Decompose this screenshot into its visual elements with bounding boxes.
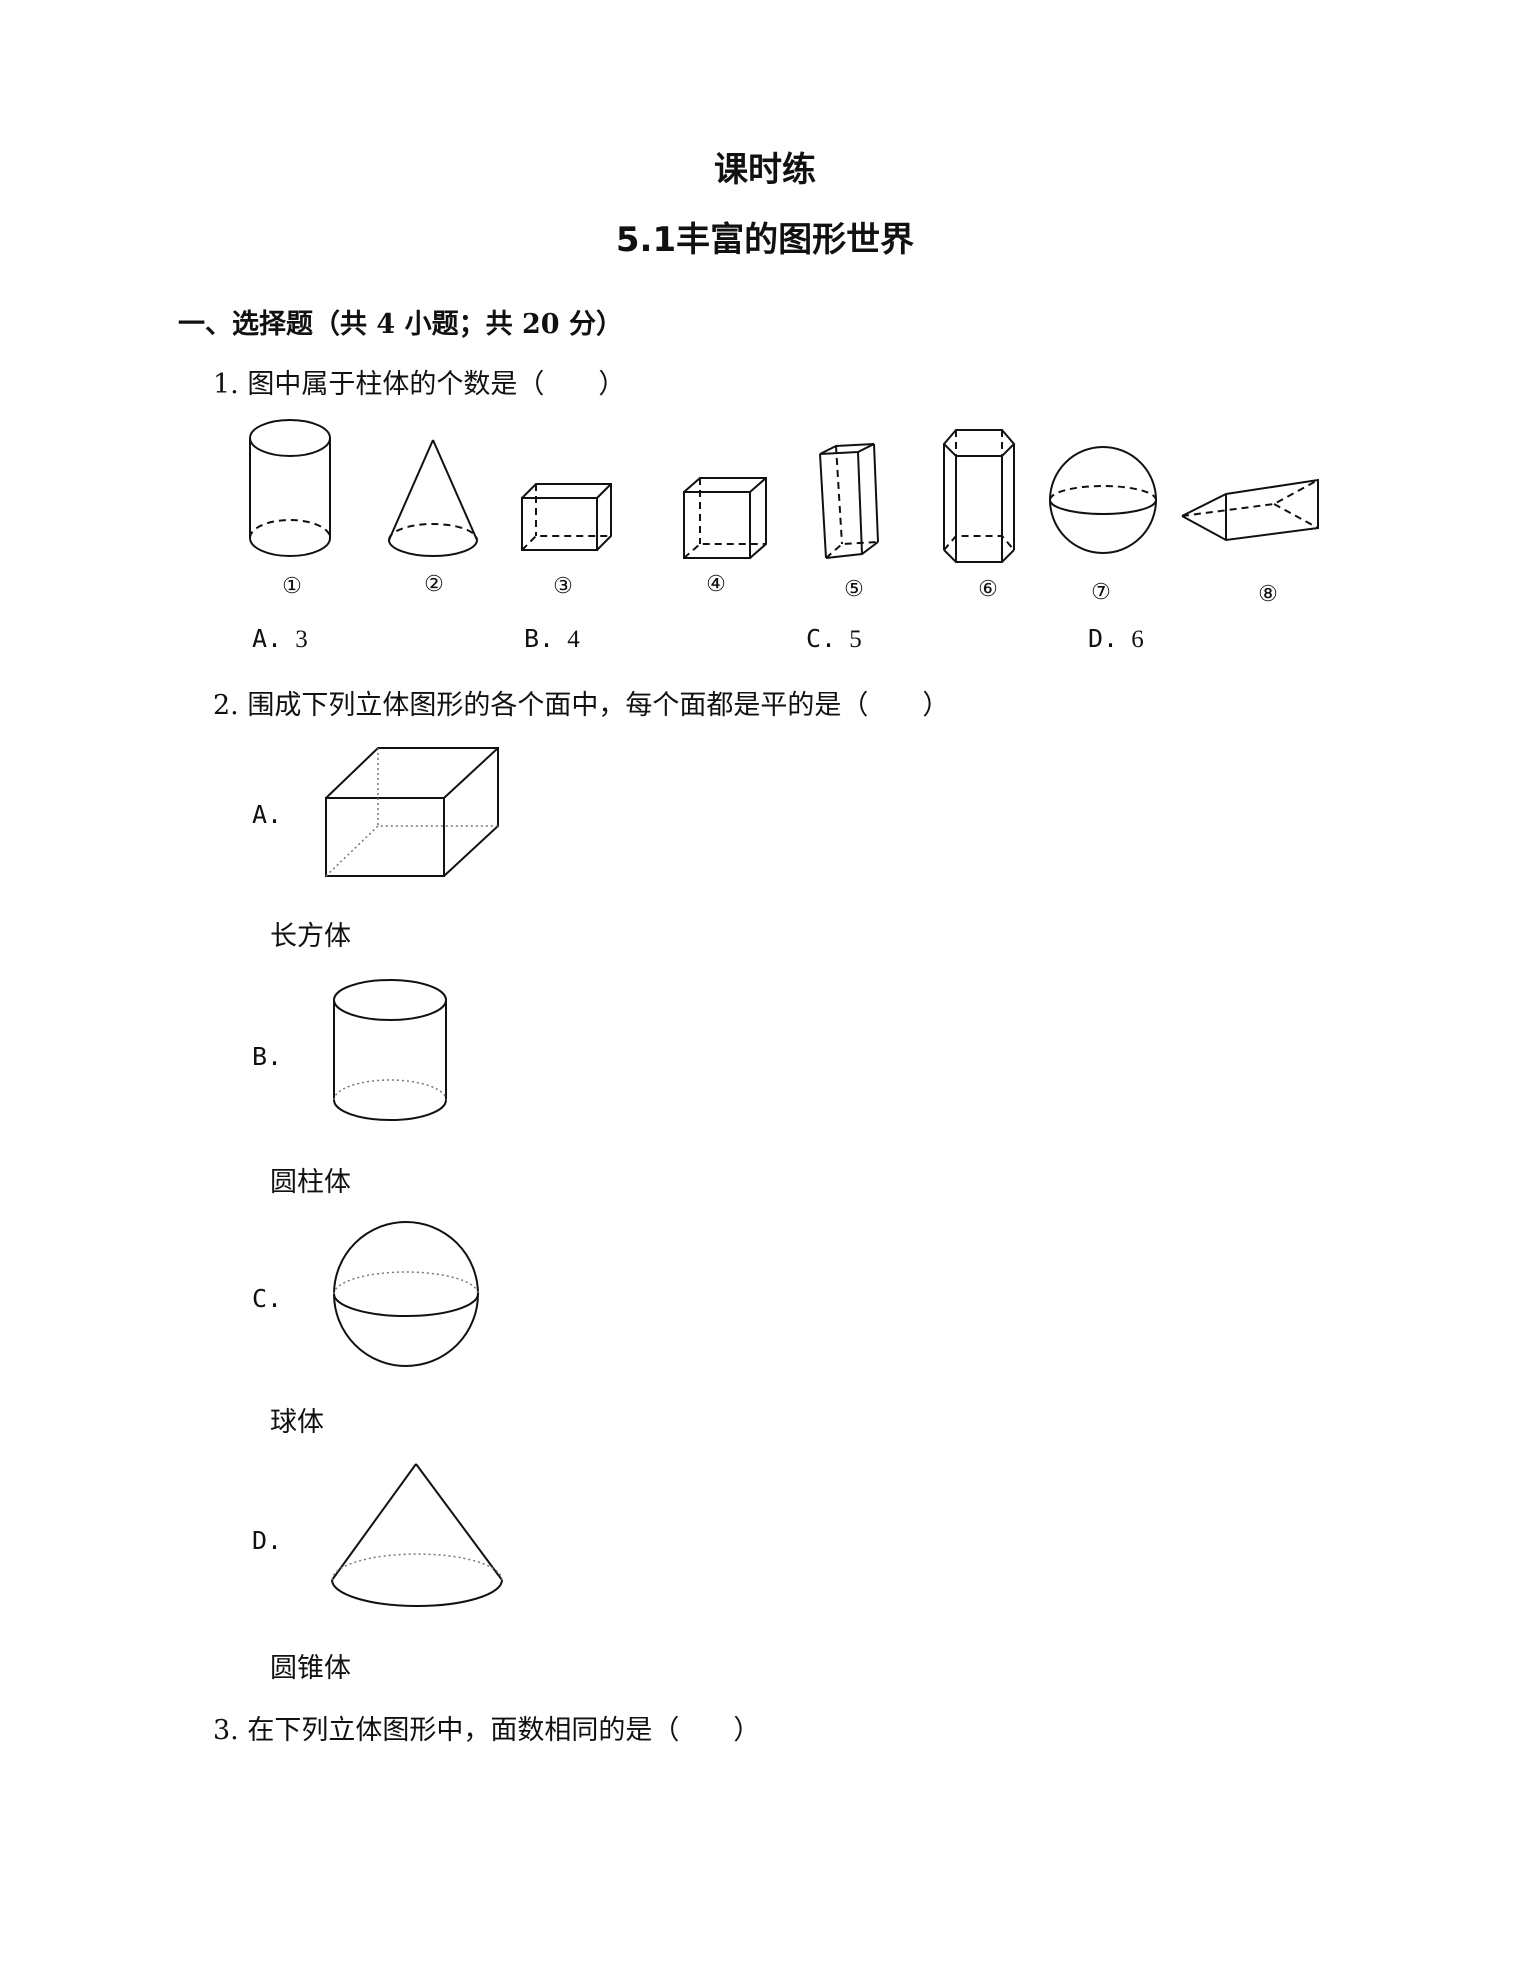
figure-label-6: ⑥: [978, 577, 998, 602]
q1-option-b[interactable]: B. 4: [524, 624, 580, 654]
q2-option-c-letter[interactable]: C.: [252, 1284, 283, 1313]
q2-option-b-letter[interactable]: B.: [252, 1042, 283, 1071]
q1-option-c[interactable]: C. 5: [806, 624, 862, 654]
q2-option-d-caption: 圆锥体: [270, 1653, 351, 1684]
option-value: 3: [295, 626, 308, 653]
triangular-prism-figure-8: [1181, 478, 1319, 542]
option-letter: D.: [1088, 624, 1119, 653]
option-value: 6: [1131, 626, 1144, 653]
cuboid-figure: [325, 747, 499, 877]
question-3-text: 3. 在下列立体图形中，面数相同的是（ ）: [213, 1715, 761, 1746]
q2-option-d-letter[interactable]: D.: [252, 1526, 283, 1555]
question-1-text: 1. 图中属于柱体的个数是（ ）: [213, 369, 626, 400]
sphere-figure: [333, 1221, 479, 1367]
cylinder-figure: [333, 979, 447, 1121]
question-2-text: 2. 围成下列立体图形的各个面中，每个面都是平的是（ ）: [213, 690, 950, 721]
figure-label-3: ③: [553, 574, 573, 599]
q1-option-a[interactable]: A. 3: [252, 624, 308, 654]
q2-option-a-caption: 长方体: [270, 921, 351, 952]
page-subtitle: 5.1丰富的图形世界: [615, 220, 915, 260]
option-value: 5: [849, 626, 862, 653]
figure-label-1: ①: [282, 574, 302, 599]
prism-figure-5: [819, 443, 879, 559]
figure-label-2: ②: [424, 572, 444, 597]
figure-label-7: ⑦: [1091, 580, 1111, 605]
figure-label-5: ⑤: [844, 577, 864, 602]
cuboid-figure-3: [521, 483, 612, 551]
page-title: 课时练: [714, 150, 816, 190]
figure-label-8: ⑧: [1258, 582, 1278, 607]
section-heading: 一、选择题（共 4 小题；共 20 分）: [178, 309, 623, 340]
option-letter: A.: [252, 624, 283, 653]
cube-figure-4: [683, 477, 767, 559]
hexagonal-prism-figure-6: [942, 429, 1016, 563]
cone-figure: [331, 1463, 503, 1607]
option-value: 4: [567, 626, 580, 653]
figure-label-4: ④: [706, 572, 726, 597]
cone-figure-2: [388, 439, 478, 557]
q2-option-b-caption: 圆柱体: [270, 1167, 351, 1198]
cylinder-figure-1: [249, 419, 331, 557]
option-letter: C.: [806, 624, 837, 653]
q2-option-c-caption: 球体: [270, 1407, 324, 1438]
q1-option-d[interactable]: D. 6: [1088, 624, 1144, 654]
option-letter: B.: [524, 624, 555, 653]
q2-option-a-letter[interactable]: A.: [252, 800, 283, 829]
sphere-figure-7: [1049, 446, 1157, 554]
